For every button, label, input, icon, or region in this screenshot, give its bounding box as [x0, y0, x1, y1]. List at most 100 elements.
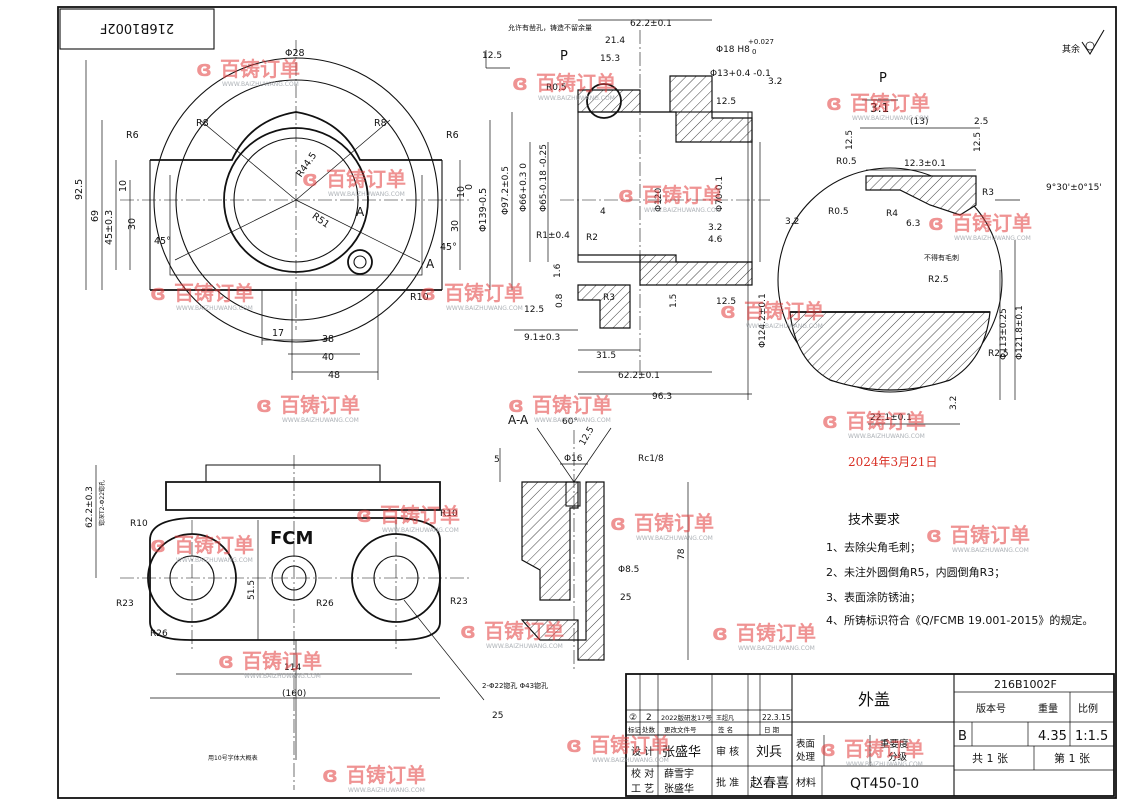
col-weight: 重量 — [1038, 702, 1058, 715]
dim-bot-9: (160) — [282, 689, 306, 699]
lbl-approve: 批 准 — [716, 776, 739, 789]
watermark-url: WWW.BAIZHUWANG.COM — [592, 757, 669, 764]
name-approve: 赵春喜 — [750, 776, 789, 791]
watermark-brand: 百铸订单 — [846, 409, 926, 433]
detail-p-labels: P 3:1 (13) 2.5 12.5 12.5 R0.5 12.3±0.1 R… — [785, 71, 1102, 423]
lbl-check: 校 对 — [631, 767, 654, 780]
detail-scale: 3:1 — [870, 101, 889, 115]
section-p-label: P — [560, 49, 568, 64]
dim-bot-8: 114 — [284, 663, 301, 673]
dim-det-17: 3.2 — [949, 396, 959, 410]
dim-front-18: 17 — [272, 328, 284, 339]
watermark-logo-icon: ɞ — [712, 621, 728, 646]
dim-sec-23: 12.5 — [524, 305, 544, 315]
dim-sec-5: 0 — [752, 48, 756, 56]
dim-front-24: A — [426, 257, 435, 271]
watermark-brand: 百铸订单 — [380, 503, 460, 527]
watermark-12: ɞ 百铸订单 WWW.BAIZHUWANG.COM — [822, 409, 926, 440]
dim-sec-4: +0.027 — [748, 38, 774, 46]
watermark-brand: 百铸订单 — [536, 71, 616, 95]
dim-front-2: R8 — [374, 118, 387, 129]
dim-front-21: 48 — [328, 370, 340, 381]
dim-sec-0: 62.2±0.1 — [630, 19, 672, 29]
dim-aa-6: Φ8.5 — [618, 565, 639, 575]
dim-sec-20: 1.6 — [553, 263, 563, 278]
watermark-logo-icon: ɞ — [926, 523, 942, 548]
watermark-logo-icon: ɞ — [822, 409, 838, 434]
watermark-brand: 百铸订单 — [280, 393, 360, 417]
dim-sec-25: 12.5 — [716, 297, 736, 307]
dim-front-11: 30 — [127, 218, 138, 230]
dim-sec-6: Φ13+0.4 -0.1 — [710, 69, 771, 79]
dim-det-3: 12.5 — [973, 132, 983, 152]
dim-aa-3: Φ16 — [564, 454, 583, 464]
rev-doc: 2022版研发17号 — [661, 713, 712, 722]
watermark-logo-icon: ɞ — [610, 511, 626, 536]
watermark-logo-icon: ɞ — [826, 91, 842, 116]
watermark-brand: 百铸订单 — [326, 167, 406, 191]
name-review: 刘兵 — [756, 745, 782, 760]
dim-front-22: R10 — [410, 292, 429, 303]
watermark-brand: 百铸订单 — [242, 649, 322, 673]
watermark-logo-icon: ɞ — [508, 393, 524, 418]
watermark-logo-icon: ɞ — [928, 211, 944, 236]
dim-sec-1: 21.4 — [605, 36, 625, 46]
watermark-url: WWW.BAIZHUWANG.COM — [486, 643, 563, 650]
watermark-url: WWW.BAIZHUWANG.COM — [746, 323, 823, 330]
dim-sec-8: 12.5 — [482, 51, 502, 61]
watermark-url: WWW.BAIZHUWANG.COM — [328, 191, 405, 198]
dim-front-8: 69 — [90, 210, 101, 222]
watermark-brand: 百铸订单 — [484, 619, 564, 643]
watermark-logo-icon: ɞ — [820, 737, 836, 762]
section-aa-view — [499, 427, 689, 670]
watermark-logo-icon: ɞ — [218, 649, 234, 674]
lbl-importance: 重要度 — [880, 738, 909, 750]
watermark-22: ɞ 百铸订单 WWW.BAIZHUWANG.COM — [322, 763, 426, 794]
watermark-6: ɞ 百铸订单 WWW.BAIZHUWANG.COM — [928, 211, 1032, 242]
version-value: B — [958, 729, 967, 744]
dim-sec-24: 12.5 — [716, 97, 736, 107]
dim-bot-6: R26 — [316, 599, 334, 609]
lbl-review: 审 核 — [716, 745, 739, 758]
watermark-brand: 百铸订单 — [444, 281, 524, 305]
watermark-url: WWW.BAIZHUWANG.COM — [738, 645, 815, 652]
name-craft: 张盛华 — [664, 782, 694, 795]
dim-aa-0: 60° — [562, 417, 578, 427]
dim-bot-3: R23 — [116, 599, 134, 609]
watermark-url: WWW.BAIZHUWANG.COM — [954, 235, 1031, 242]
watermark-19: ɞ 百铸订单 WWW.BAIZHUWANG.COM — [218, 649, 322, 680]
rev-sign: 王超凡 — [716, 714, 734, 722]
dim-sec-18: R1±0.4 — [536, 231, 570, 241]
watermark-brand: 百铸订单 — [174, 533, 254, 557]
watermark-logo-icon: ɞ — [512, 71, 528, 96]
watermark-10: ɞ 百铸订单 WWW.BAIZHUWANG.COM — [256, 393, 360, 424]
watermark-logo-icon: ɞ — [196, 57, 212, 82]
watermark-brand: 百铸订单 — [634, 511, 714, 535]
tech-req-item-3: 3、表面涂防锈油； — [826, 590, 921, 604]
dim-det-13: R2.5 — [988, 349, 1009, 359]
watermark-15: ɞ 百铸订单 WWW.BAIZHUWANG.COM — [926, 523, 1030, 554]
dim-front-3: R6 — [126, 130, 139, 141]
col-scale: 比例 — [1078, 702, 1098, 715]
dim-aa-1: 12.5 — [578, 425, 597, 447]
dim-bot-7: 51.5 — [247, 580, 257, 600]
title-block-text: 外盖 216B1002F 版本号 重量 比例 B 4.35 1:1.5 共 1 … — [628, 678, 1108, 795]
watermark-url: WWW.BAIZHUWANG.COM — [222, 81, 299, 88]
bottom-view — [95, 455, 485, 790]
watermark-9: ɞ 百铸订单 WWW.BAIZHUWANG.COM — [720, 299, 824, 330]
watermark-logo-icon: ɞ — [618, 183, 634, 208]
detail-p-label: P — [879, 71, 887, 86]
lbl-craft: 工 艺 — [631, 783, 654, 795]
watermark-brand: 百铸订单 — [950, 523, 1030, 547]
note-no-burr: 不得有毛刺 — [924, 253, 959, 262]
sheets-total: 共 1 张 — [972, 752, 1008, 765]
watermark-logo-icon: ɞ — [256, 393, 272, 418]
watermark-url: WWW.BAIZHUWANG.COM — [952, 547, 1029, 554]
bottom-view-labels: 62.2±0.3 锪深T2-Φ22锪孔 R10 R10 FCM R23 R23 … — [85, 480, 548, 762]
dim-front-15: 30 — [450, 220, 461, 232]
dim-front-19: 38 — [322, 334, 334, 345]
drawing-number-rotated: 216B1002F — [100, 20, 174, 35]
dim-aa-7: 25 — [620, 593, 631, 603]
dim-sec-26: 1.5 — [669, 294, 679, 308]
note-font: 用10号字体大概表 — [208, 754, 258, 762]
